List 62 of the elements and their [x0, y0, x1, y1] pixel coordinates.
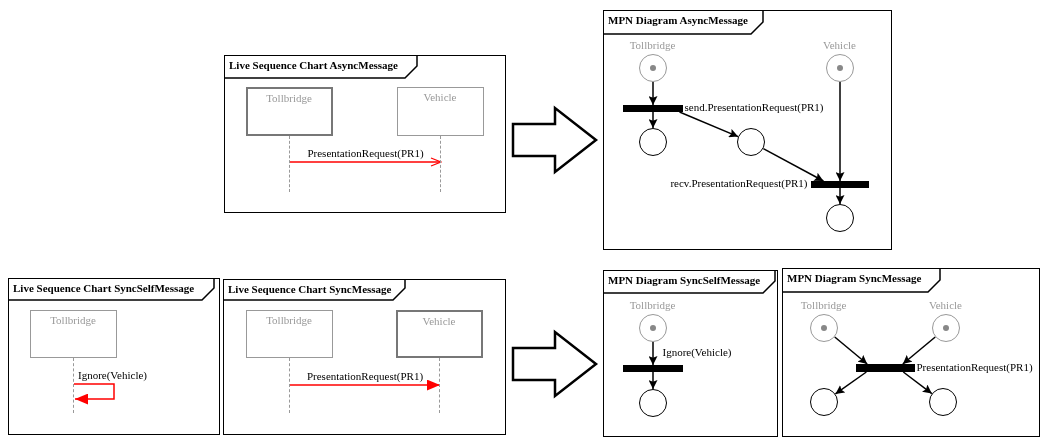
lifeline-label: Vehicle	[422, 90, 458, 103]
self-message-arrow	[73, 383, 115, 405]
message-arrow	[289, 157, 442, 167]
place-label: Tollbridge	[629, 38, 676, 51]
lifeline	[438, 357, 441, 413]
place-circle	[638, 388, 667, 417]
lifeline-label: Vehicle	[421, 314, 457, 327]
transition-label: send.PresentationRequest(PR1)	[684, 101, 824, 114]
arc-arrow	[902, 336, 936, 365]
place-circle	[809, 387, 838, 416]
lifeline-box	[395, 309, 483, 358]
arc-arrow	[648, 341, 658, 366]
message-arrow	[289, 379, 441, 391]
arc-arrow	[762, 147, 825, 182]
lifeline-label: Tollbridge	[49, 313, 97, 326]
message-label: PresentationRequest(PR1)	[305, 370, 425, 383]
arc-arrow	[834, 371, 868, 395]
transition-label: recv.PresentationRequest(PR1)	[670, 177, 808, 190]
diagram-frame	[603, 270, 778, 437]
arc-arrow	[648, 371, 658, 390]
diagram-frame	[8, 278, 220, 435]
transition-label: Ignore(Vehicle)	[662, 345, 732, 359]
lifeline-box	[245, 309, 333, 358]
lifeline	[439, 135, 442, 192]
place-label: Tollbridge	[629, 298, 676, 311]
message-label: PresentationRequest(PR1)	[306, 147, 425, 160]
frame-title: Live Sequence Chart SyncMessage	[228, 283, 392, 295]
lifeline	[72, 357, 75, 413]
diagram-frame	[603, 10, 892, 250]
lifeline-label: Tollbridge	[265, 313, 313, 326]
transition-label: PresentationRequest(PR1)	[916, 360, 1033, 374]
message-label: Ignore(Vehicle)	[77, 369, 149, 382]
lifeline	[288, 135, 291, 192]
place-label: Vehicle	[929, 298, 962, 311]
lifeline-label: Tollbridge	[265, 91, 313, 104]
arc-arrow	[835, 81, 845, 182]
arc-arrow	[648, 81, 658, 106]
arc-arrow	[902, 371, 933, 395]
frame-title: Live Sequence Chart AsyncMessage	[229, 59, 398, 71]
lifeline	[288, 357, 291, 413]
frame-title: MPN Diagram SyncMessage	[787, 272, 922, 284]
place-label: Vehicle	[823, 38, 856, 51]
diagram-frame	[223, 279, 506, 435]
lifeline-box	[396, 86, 484, 136]
place-circle	[736, 127, 765, 156]
place-circle	[928, 387, 957, 416]
place-label: Tollbridge	[800, 298, 847, 311]
place-circle	[825, 203, 854, 232]
diagram-frame	[224, 55, 506, 213]
frame-title: MPN Diagram SyncSelfMessage	[608, 274, 761, 286]
diagram-frame	[782, 268, 1040, 437]
arc-arrow	[835, 187, 845, 205]
lifeline-box	[245, 86, 333, 136]
block-arrow	[511, 329, 599, 399]
arc-arrow	[648, 111, 658, 129]
block-arrow	[511, 105, 599, 175]
place-circle	[638, 127, 667, 156]
frame-title: Live Sequence Chart SyncSelfMessage	[13, 282, 195, 294]
lifeline-box	[29, 309, 117, 358]
arc-arrow	[834, 336, 868, 365]
arc-arrow	[678, 111, 739, 138]
frame-title: MPN Diagram AsyncMessage	[608, 14, 748, 26]
